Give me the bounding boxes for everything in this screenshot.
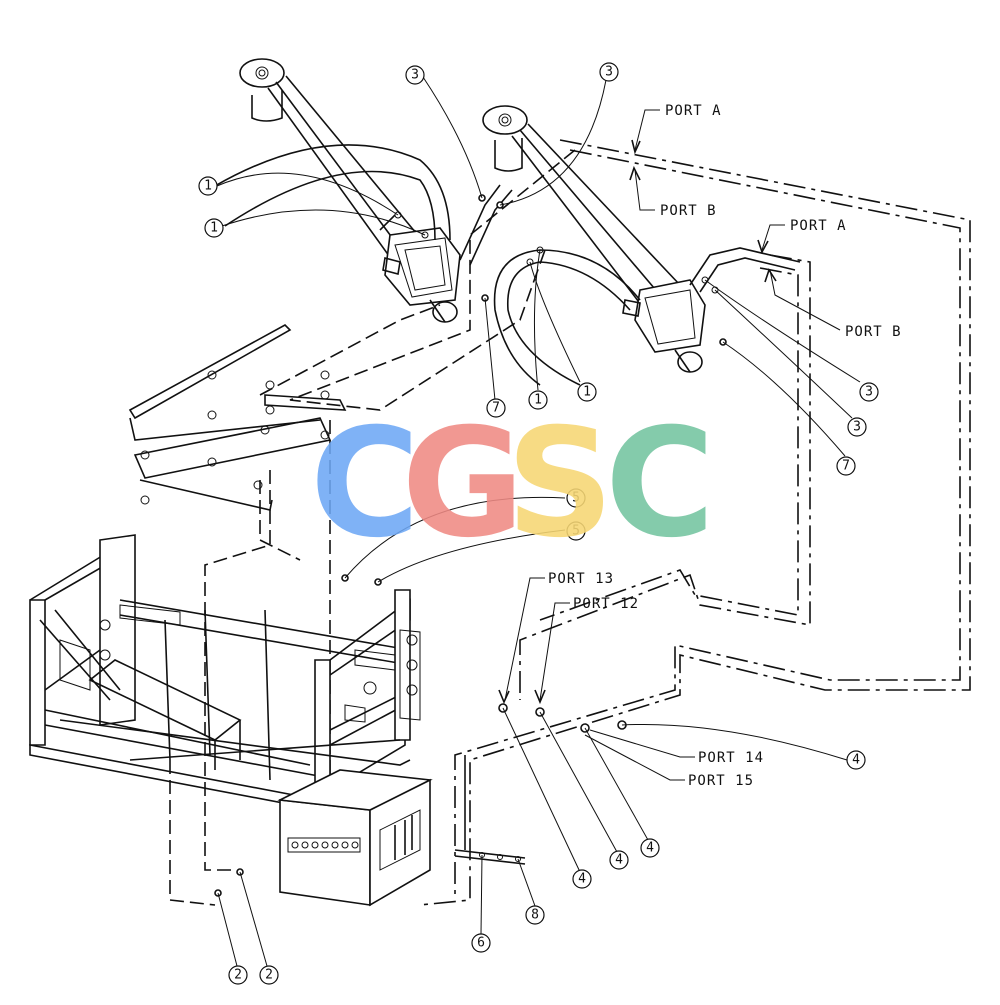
main-frame — [29, 534, 421, 811]
port-13-label: PORT 13 — [548, 571, 614, 587]
svg-text:1: 1 — [210, 221, 218, 236]
svg-text:1: 1 — [204, 179, 212, 194]
svg-text:4: 4 — [646, 841, 654, 856]
port-labels: PORT A PORT B PORT A PORT B PORT 13 PORT… — [498, 103, 902, 789]
balloon-1-mid-a: 1 — [528, 390, 548, 410]
svg-text:3: 3 — [411, 68, 419, 83]
balloon-1-mid-b: 1 — [577, 382, 597, 402]
leader-lines — [216, 76, 861, 967]
balloon-7-right: 7 — [836, 456, 856, 476]
callout-balloons: 1 1 3 3 7 1 1 3 3 7 5 5 4 4 4 4 2 2 6 8 — [198, 62, 879, 985]
port-a-right-label: PORT A — [790, 218, 847, 234]
plate-fasteners — [140, 370, 330, 505]
svg-text:1: 1 — [583, 385, 591, 400]
hose-routes — [169, 139, 971, 906]
svg-text:2: 2 — [265, 968, 273, 983]
bottom-bracket — [454, 755, 526, 865]
hose-route-port-a-right — [519, 254, 811, 700]
upper-plate — [128, 324, 292, 420]
balloon-1-second: 1 — [204, 218, 224, 238]
svg-text:8: 8 — [531, 908, 539, 923]
balloon-6: 6 — [471, 933, 491, 953]
balloon-2-right: 2 — [259, 965, 279, 985]
right-hose-loop-outer — [493, 249, 641, 386]
hose-route-port-b-outer — [454, 149, 961, 895]
port-15-label: PORT 15 — [688, 773, 754, 789]
svg-text:7: 7 — [492, 401, 500, 416]
balloon-4-right: 4 — [846, 750, 866, 770]
svg-text:4: 4 — [578, 872, 586, 887]
port-14-label: PORT 14 — [698, 750, 764, 766]
left-mount-flange — [239, 58, 285, 88]
balloon-4-a: 4 — [572, 869, 592, 889]
balloon-4-b: 4 — [609, 850, 629, 870]
watermark-letter-c1: C — [310, 397, 420, 571]
hose-route-port-b-right — [539, 267, 799, 621]
svg-text:3: 3 — [853, 420, 861, 435]
svg-text:3: 3 — [865, 385, 873, 400]
electrical-box — [277, 769, 433, 907]
watermark-letter-c2: C — [605, 397, 715, 571]
hose-route-inner-b — [259, 304, 441, 396]
port-b-upper-label: PORT B — [660, 203, 717, 219]
mounting-plates — [128, 324, 347, 511]
balloon-2-left: 2 — [228, 965, 248, 985]
balloon-5-a: 5 — [566, 488, 586, 508]
svg-text:7: 7 — [842, 459, 850, 474]
hose-route-inner-a — [289, 149, 576, 411]
watermark: C G S C — [310, 397, 715, 571]
port-12-label: PORT 12 — [573, 596, 639, 612]
port-a-upper-label: PORT A — [665, 103, 722, 119]
hose-route-vertical-4 — [259, 480, 301, 561]
right-arm-assembly — [482, 105, 801, 386]
svg-text:3: 3 — [605, 65, 613, 80]
balloon-3-right-a: 3 — [859, 382, 879, 402]
svg-text:6: 6 — [477, 936, 485, 951]
terminal-strip — [287, 837, 361, 853]
balloon-3-right-b: 3 — [847, 417, 867, 437]
hose-route-port-a-outer — [419, 139, 971, 906]
balloon-8: 8 — [525, 905, 545, 925]
svg-text:4: 4 — [852, 753, 860, 768]
svg-text:2: 2 — [234, 968, 242, 983]
port-b-right-label: PORT B — [845, 324, 902, 340]
right-valve-block — [634, 279, 706, 353]
left-arm-assembly — [214, 58, 513, 323]
left-hose-loop-inner — [224, 170, 436, 241]
hose-route-vertical-2 — [204, 470, 271, 871]
balloon-3-top-right: 3 — [599, 62, 619, 82]
balloon-3-top-left: 3 — [405, 65, 425, 85]
watermark-letter-g: G — [401, 397, 524, 571]
hose-route-vertical-3 — [169, 760, 216, 906]
balloon-7-left: 7 — [486, 398, 506, 418]
svg-text:5: 5 — [572, 524, 580, 539]
left-hose-loop-outer — [214, 144, 451, 241]
svg-text:1: 1 — [534, 393, 542, 408]
balloon-1-top: 1 — [198, 176, 218, 196]
svg-text:5: 5 — [572, 491, 580, 506]
right-mount-flange — [482, 105, 528, 135]
box-top-face — [277, 769, 433, 811]
svg-text:4: 4 — [615, 853, 623, 868]
watermark-letter-s: S — [506, 397, 614, 571]
balloon-4-c: 4 — [640, 838, 660, 858]
balloon-5-b: 5 — [566, 521, 586, 541]
right-hose-loop-inner — [507, 261, 631, 386]
